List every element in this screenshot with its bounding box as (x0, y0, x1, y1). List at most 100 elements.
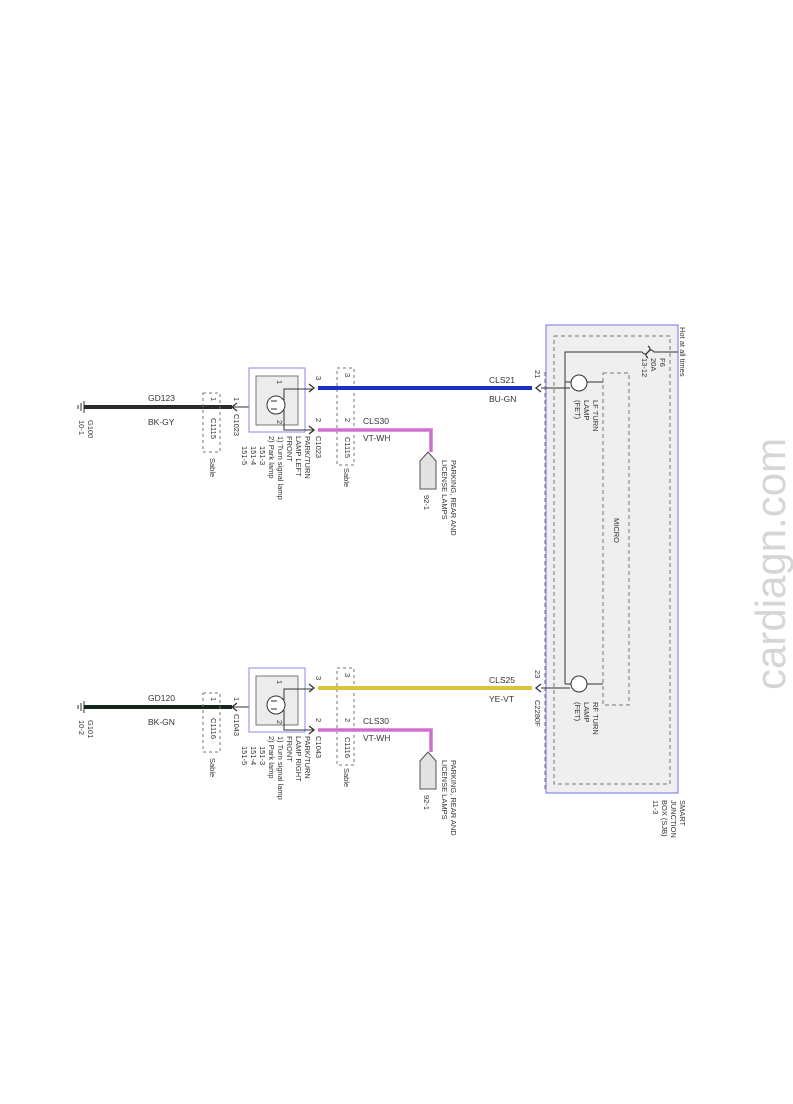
park-wire-color: VT-WH (363, 433, 390, 443)
continuation-ref[interactable]: 92-1 (422, 495, 431, 510)
connector-label: C1043 (232, 714, 241, 736)
fuse-rating: 20A (649, 358, 658, 371)
inline-connector-label: C1115 (343, 437, 352, 458)
pin-label: 3 (343, 373, 352, 377)
pin-label: 3 (343, 673, 352, 677)
pin-label: 2 (343, 418, 352, 422)
lamp-title: LAMP RIGHT (294, 736, 303, 782)
continuation-label: PARKING, REAR AND (449, 460, 458, 536)
page-ref: 151-3 (258, 746, 267, 765)
park-lamp-wire-stripe (318, 729, 432, 752)
page-ref: 151-3 (258, 446, 267, 465)
lamp-title: PARK/TURN (303, 436, 312, 479)
pin-label: 2 (314, 418, 323, 422)
lamp-title: LAMP LEFT (294, 436, 303, 477)
continuation-arrow-icon[interactable] (419, 751, 437, 790)
ground-wire-color: BK-GY (148, 417, 175, 427)
park-wire-color: VT-WH (363, 733, 390, 743)
park-circuit: CLS30 (363, 416, 389, 426)
inline-connector-label: C1115 (209, 418, 218, 439)
sjb-inner-dashed (553, 335, 671, 785)
page-ref: 151-5 (240, 746, 249, 765)
continuation-label: LICENSE LAMPS (440, 760, 449, 820)
inline-connector-label: C1116 (209, 718, 218, 739)
variant-label: Sable (208, 458, 217, 477)
turn-circuit: CLS21 (489, 375, 515, 385)
micro-label: MICRO (612, 518, 621, 543)
rf-lamp-line3: (FET) (573, 702, 582, 722)
turn-wire-color: BU-GN (489, 394, 516, 404)
bulb-pin-2: 2 (275, 720, 284, 724)
sjb-title-2: JUNCTION (669, 800, 678, 838)
inline-connector-box (336, 667, 355, 766)
variant-label: Sable (342, 468, 351, 487)
inline-pin-label: 1 (209, 697, 218, 701)
ground-name: G100 (86, 420, 95, 438)
connector-label: C1023 (314, 436, 323, 458)
connector-label: C1043 (314, 736, 323, 758)
sjb-connector-label: C2280F (533, 700, 542, 727)
sjb-pin-label: 21 (533, 370, 542, 378)
ground-ref: 10-2 (77, 720, 86, 735)
turn-circuit: CLS25 (489, 675, 515, 685)
connector-label: C1023 (232, 414, 241, 436)
sjb-pin-label: 23 (533, 670, 542, 678)
ground-ref: 10-1 (77, 420, 86, 435)
variant-label: Sable (208, 758, 217, 777)
right-front-lamp-circuit: G101 10-2 GD120 BK-GN 1 C1116 Sable 1 C1… (77, 667, 542, 836)
sjb-outline (545, 324, 679, 794)
connector-arrow-icon (534, 683, 542, 693)
bulb-filaments (271, 700, 277, 710)
lamp-title: 2) Park lamp (267, 736, 276, 779)
dual-filament-bulb-icon (266, 395, 286, 415)
rf-turn-lamp-icon (570, 675, 588, 693)
fuse-name: F6 (658, 358, 667, 367)
bulb-pin-2: 2 (275, 420, 284, 424)
pin-label: 2 (343, 718, 352, 722)
bulb-pin-1: 1 (275, 380, 284, 384)
pin-label: 3 (314, 376, 323, 380)
page-ref: 151-4 (249, 446, 258, 465)
lamp-title: PARK/TURN (303, 736, 312, 779)
page-ref: 151-5 (240, 446, 249, 465)
connector-arrow-icon (308, 725, 316, 735)
inline-connector-box (336, 367, 355, 466)
watermark: cardiagn.com (747, 438, 793, 690)
inline-connector-label: C1116 (343, 737, 352, 758)
inline-connector-box (202, 692, 221, 753)
left-front-lamp-circuit: G100 10-1 GD123 BK-GY 1 C1115 Sable 1 C1… (77, 367, 542, 536)
lamp-leads (283, 688, 313, 731)
lamp-leads (283, 388, 313, 431)
lf-lamp-line3: (FET) (573, 400, 582, 420)
continuation-label: PARKING, REAR AND (449, 760, 458, 836)
ground-wire-color: BK-GN (148, 717, 175, 727)
lamp-title: FRONT (285, 436, 294, 462)
lf-lamp-line1: LF TURN (591, 400, 600, 432)
pin-label: 2 (314, 718, 323, 722)
inline-connector-box (202, 392, 221, 453)
park-lamp-wire-stripe (318, 429, 432, 452)
continuation-arrow-icon[interactable] (419, 451, 437, 490)
ground-name: G101 (86, 720, 95, 738)
rf-lamp-line2: LAMP (582, 702, 591, 722)
bulb-pin-1: 1 (275, 680, 284, 684)
lf-lamp-line2: LAMP (582, 400, 591, 420)
pin-label: 3 (314, 676, 323, 680)
pin-label: 1 (232, 697, 241, 701)
turn-wire-color: YE-VT (489, 694, 514, 704)
variant-label: Sable (342, 768, 351, 787)
micro-box (602, 372, 630, 706)
sjb-title-4: 11-3 (651, 800, 660, 814)
fuse-ref: 13-12 (640, 358, 649, 377)
ground-circuit: GD120 (148, 693, 175, 703)
connector-arrow-icon (308, 683, 316, 693)
lamp-title: FRONT (285, 736, 294, 762)
lamp-title: 1) Turn signal lamp (276, 736, 285, 800)
lamp-title: 1) Turn signal lamp (276, 436, 285, 500)
lamp-title: 2) Park lamp (267, 436, 276, 479)
page-ref: 151-4 (249, 746, 258, 765)
lf-turn-lamp-icon (570, 374, 588, 392)
continuation-ref[interactable]: 92-1 (422, 795, 431, 810)
sjb-title-1: SMART (678, 800, 687, 827)
